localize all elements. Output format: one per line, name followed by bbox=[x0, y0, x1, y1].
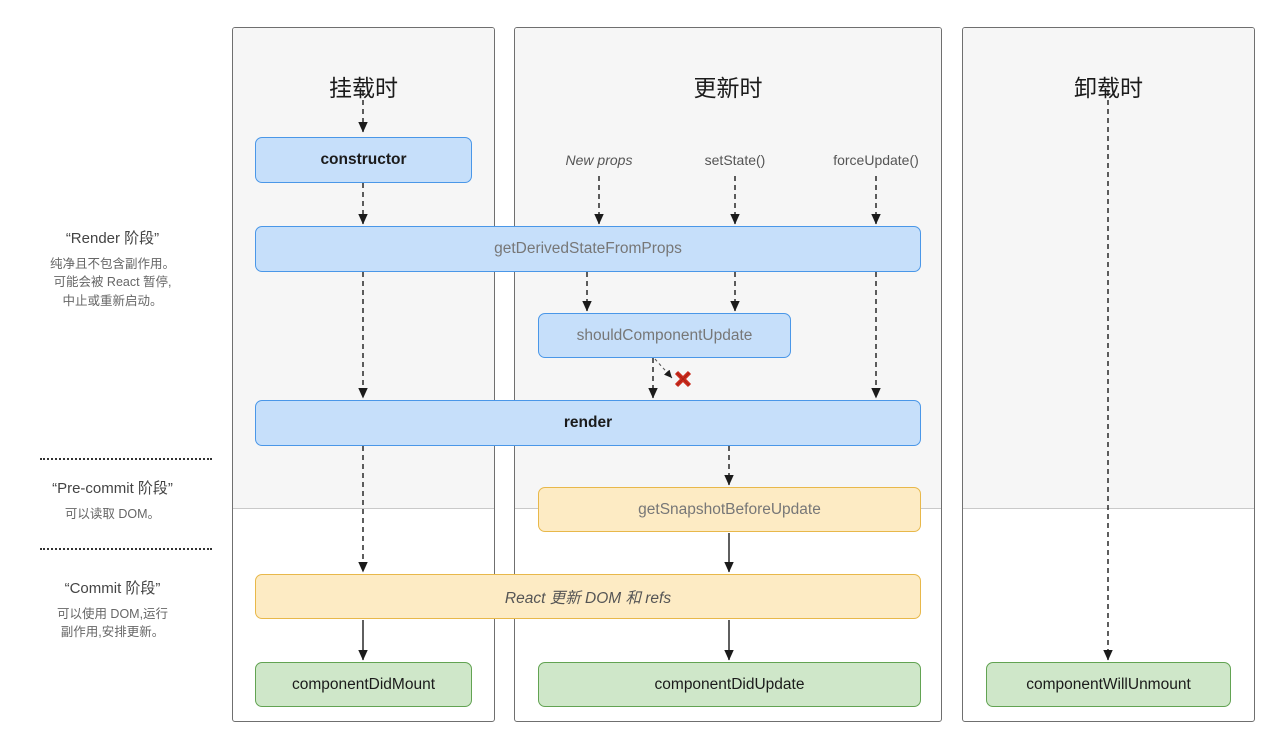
trigger-force-update: forceUpdate() bbox=[833, 152, 919, 168]
node-get-derived-state-from-props-label: getDerivedStateFromProps bbox=[494, 240, 682, 257]
node-constructor[interactable]: constructor bbox=[255, 137, 472, 183]
phase-title-pre-commit: “Pre-commit 阶段” bbox=[52, 480, 173, 497]
node-get-snapshot-before-update-label: getSnapshotBeforeUpdate bbox=[638, 500, 821, 518]
phase-desc-render-line-2: 可能会被 React 暂停, bbox=[53, 275, 172, 290]
node-should-component-update[interactable]: shouldComponentUpdate bbox=[538, 313, 791, 358]
node-component-will-unmount-label: componentWillUnmount bbox=[1026, 675, 1191, 693]
node-get-derived-state-from-props[interactable]: getDerivedStateFromProps bbox=[255, 226, 921, 272]
node-component-did-update[interactable]: componentDidUpdate bbox=[538, 662, 921, 707]
column-title-unmounting: 卸载时 bbox=[1074, 75, 1143, 101]
phase-desc-render-line-3: 中止或重新启动。 bbox=[62, 294, 163, 308]
node-should-component-update-label: shouldComponentUpdate bbox=[576, 326, 753, 344]
node-constructor-label: constructor bbox=[320, 151, 407, 168]
node-render-label: render bbox=[563, 414, 613, 431]
phase-label-pre-commit: “Pre-commit 阶段” 可以读取 DOM。 bbox=[0, 478, 225, 523]
node-component-did-mount-label: componentDidMount bbox=[291, 675, 436, 693]
phase-label-commit: “Commit 阶段” 可以使用 DOM,运行 副作用,安排更新。 bbox=[0, 578, 225, 642]
node-react-updates-dom-label: React 更新 DOM 和 refs bbox=[504, 589, 672, 607]
skip-render-x-icon bbox=[672, 368, 694, 390]
phase-desc-commit-line-1: 可以使用 DOM,运行 bbox=[56, 606, 169, 621]
phase-title-render: “Render 阶段” bbox=[65, 230, 160, 247]
trigger-set-state: setState() bbox=[704, 152, 766, 168]
node-react-updates-dom[interactable]: React 更新 DOM 和 refs bbox=[255, 574, 921, 619]
phase-divider-bottom bbox=[40, 548, 212, 550]
phase-divider-top bbox=[40, 458, 212, 460]
phase-desc-commit-line-2: 副作用,安排更新。 bbox=[60, 625, 165, 640]
node-render[interactable]: render bbox=[255, 400, 921, 446]
column-title-mounting: 挂载时 bbox=[329, 75, 398, 101]
node-component-will-unmount[interactable]: componentWillUnmount bbox=[986, 662, 1231, 707]
node-component-did-update-label: componentDidUpdate bbox=[654, 675, 805, 693]
trigger-new-props: New props bbox=[565, 152, 633, 168]
node-get-snapshot-before-update[interactable]: getSnapshotBeforeUpdate bbox=[538, 487, 921, 532]
phase-label-render: “Render 阶段” 纯净且不包含副作用。 可能会被 React 暂停, 中止… bbox=[0, 228, 225, 311]
node-component-did-mount[interactable]: componentDidMount bbox=[255, 662, 472, 707]
column-title-updating: 更新时 bbox=[693, 75, 763, 101]
phase-title-commit: “Commit 阶段” bbox=[64, 580, 161, 597]
phase-desc-pre-commit-line-1: 可以读取 DOM。 bbox=[64, 506, 161, 521]
phase-desc-render-line-1: 纯净且不包含副作用。 bbox=[49, 256, 175, 271]
